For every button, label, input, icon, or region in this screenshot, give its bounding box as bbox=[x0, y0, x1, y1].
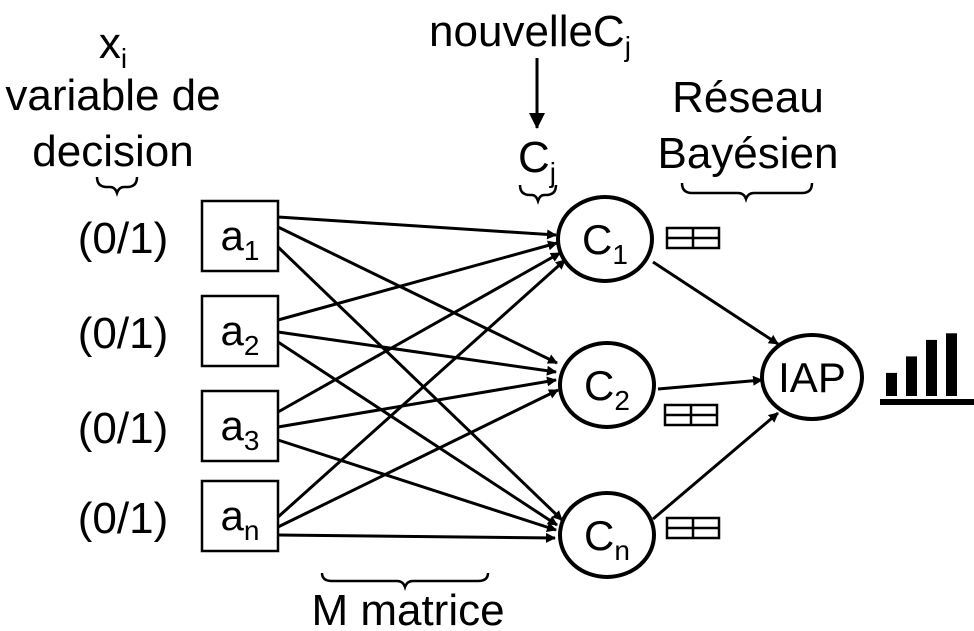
concern-node-shape bbox=[558, 341, 656, 429]
decision-box bbox=[200, 294, 280, 368]
decision-box bbox=[200, 199, 280, 273]
decision-box bbox=[200, 479, 280, 553]
edge-an-c2 bbox=[277, 388, 559, 529]
matrix-label: M matrice bbox=[311, 586, 504, 631]
decision-row: (0/1) a3 bbox=[78, 389, 280, 463]
histogram-bar bbox=[886, 372, 897, 396]
decision-value: (0/1) bbox=[78, 309, 168, 358]
decision-label: an bbox=[221, 492, 260, 546]
decision-row: (0/1) a2 bbox=[78, 294, 280, 368]
decision-box bbox=[200, 389, 280, 463]
concern-node-shape bbox=[558, 491, 656, 579]
concern-node: C1 bbox=[556, 195, 721, 283]
edge-a1-cn bbox=[276, 245, 564, 522]
concern-node-label: Cn bbox=[584, 512, 630, 566]
cpt-table-icon bbox=[665, 516, 721, 540]
histogram-icon bbox=[880, 333, 974, 405]
edge-a2-c1 bbox=[277, 240, 558, 322]
histogram-bar bbox=[946, 333, 957, 396]
decision-label: a2 bbox=[221, 307, 260, 361]
cpt-table-icon bbox=[665, 226, 721, 250]
edge-a3-cn bbox=[277, 438, 557, 532]
histogram-bar bbox=[926, 339, 937, 396]
bn-header-line2: Bayésien bbox=[657, 129, 838, 178]
decision-value: (0/1) bbox=[78, 494, 168, 543]
edge-a3-c1 bbox=[277, 251, 561, 414]
matrix-edges bbox=[276, 215, 567, 543]
edge-a2-c2 bbox=[277, 330, 557, 376]
decision-value: (0/1) bbox=[78, 214, 168, 263]
edge-an-c1 bbox=[276, 258, 567, 519]
decision-value: (0/1) bbox=[78, 404, 168, 453]
concern-node-label: C2 bbox=[584, 362, 630, 416]
decision-row: (0/1) an bbox=[78, 479, 280, 553]
new-concern-label: nouvelleCj bbox=[429, 7, 631, 62]
decision-header-line1: xi bbox=[99, 19, 127, 74]
concern-node: Cn bbox=[558, 491, 721, 579]
edge-an-cn bbox=[277, 532, 556, 543]
histogram-bar bbox=[906, 356, 917, 396]
decision-label: a1 bbox=[221, 212, 260, 266]
concern-node: C2 bbox=[558, 341, 719, 429]
cj-brace bbox=[518, 184, 558, 205]
edge-c2-iap bbox=[657, 375, 763, 391]
edge-a3-c2 bbox=[277, 376, 557, 429]
edge-a1-c2 bbox=[277, 225, 558, 365]
iap-node-shape bbox=[760, 333, 864, 421]
decision-header-line3: decision bbox=[32, 127, 193, 176]
decision-row: (0/1) a1 bbox=[78, 199, 280, 273]
iap-node: IAP bbox=[760, 333, 864, 421]
matrix-brace bbox=[320, 572, 490, 591]
cpt-table-icon bbox=[663, 403, 719, 427]
edge-c1-iap bbox=[652, 260, 779, 346]
bn-edges bbox=[652, 260, 779, 521]
decision-label: a3 bbox=[221, 402, 260, 456]
edge-a2-cn bbox=[277, 340, 558, 527]
cj-label: Cj bbox=[518, 133, 556, 188]
bn-brace bbox=[680, 182, 814, 203]
iap-node-label: IAP bbox=[778, 354, 846, 401]
bn-header-line1: Réseau bbox=[672, 73, 824, 122]
concern-node-shape bbox=[556, 195, 654, 283]
edge-a1-c1 bbox=[277, 215, 557, 240]
concern-node-label: C1 bbox=[582, 216, 628, 270]
decision-brace bbox=[95, 176, 139, 197]
decision-header-line2: variable de bbox=[5, 71, 220, 120]
edge-cn-iap bbox=[652, 411, 779, 521]
